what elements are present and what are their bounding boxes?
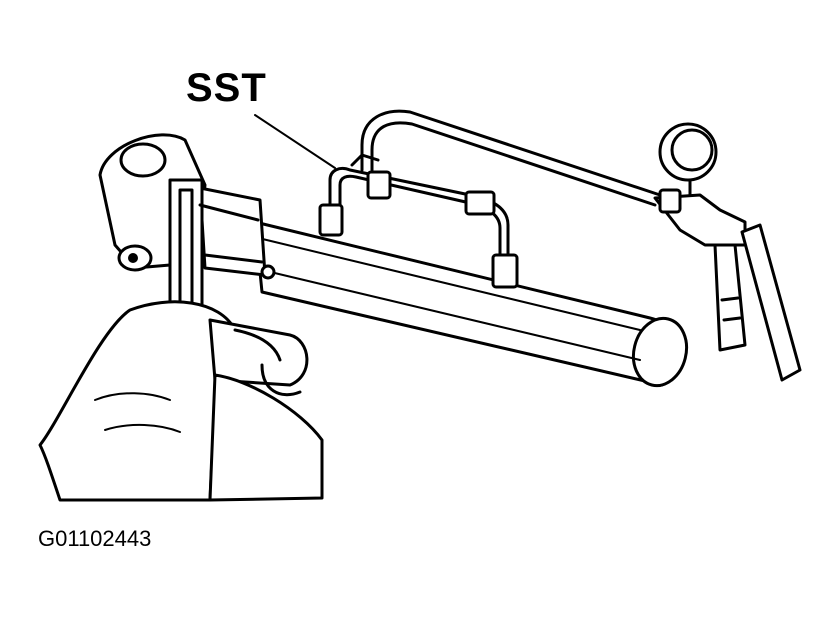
- mount-clamp: [98, 133, 276, 332]
- sst-hose-assembly: [318, 109, 662, 289]
- gauge-and-pump: [653, 122, 802, 382]
- figure-id-label: G01102443: [38, 526, 152, 551]
- cylinder-body: [249, 220, 689, 388]
- sst-callout-label: SST: [186, 66, 267, 110]
- vise-base: [38, 300, 324, 502]
- sst-leader-line: [254, 114, 336, 169]
